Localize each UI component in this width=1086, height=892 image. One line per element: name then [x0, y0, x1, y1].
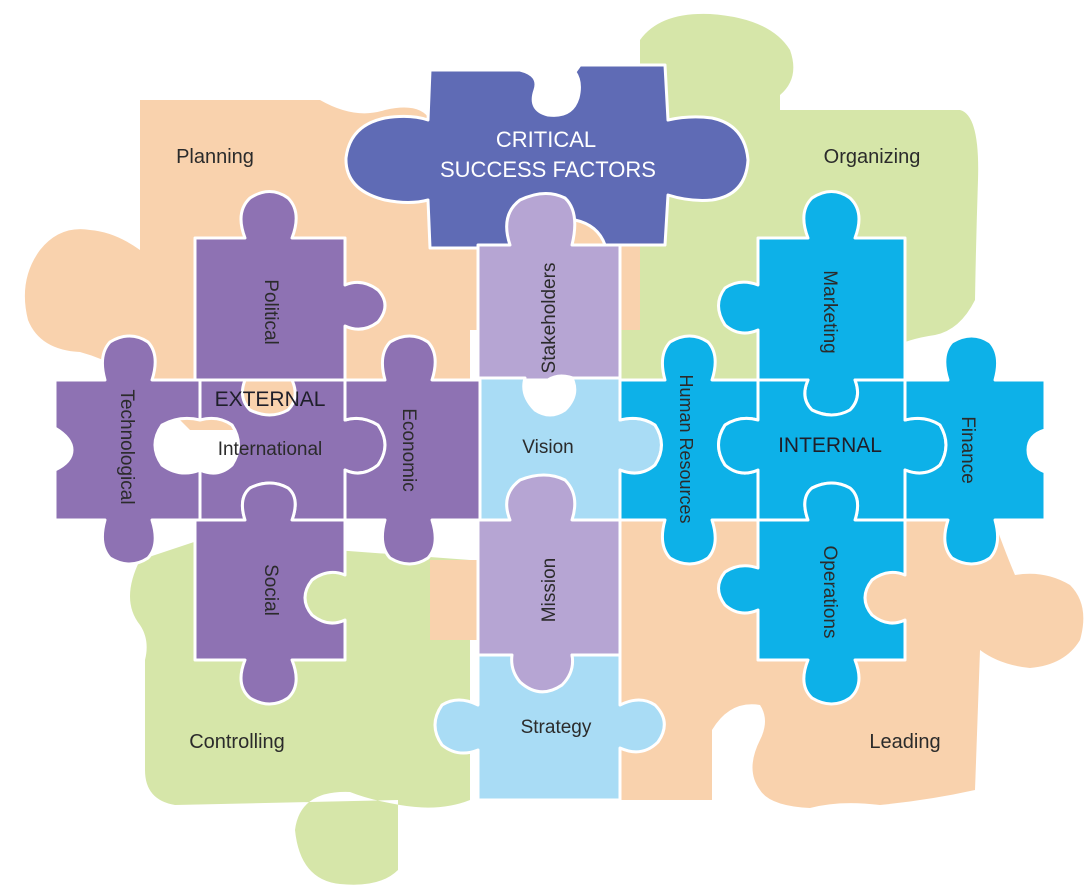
economic-label: Economic — [398, 408, 419, 491]
planning-label: Planning — [176, 146, 254, 168]
controlling-label: Controlling — [189, 731, 285, 753]
strategy-label: Strategy — [521, 717, 592, 738]
stakeholders-piece — [476, 192, 622, 382]
operations-label: Operations — [819, 546, 840, 639]
political-piece — [193, 190, 387, 382]
critical-success-factors-piece — [344, 63, 750, 250]
human-resources-label: Human Resources — [676, 374, 696, 523]
social-label: Social — [260, 564, 281, 616]
finance-piece — [903, 334, 1047, 566]
leading-label: Leading — [869, 731, 940, 753]
stakeholders-label: Stakeholders — [539, 263, 560, 374]
economic-piece — [343, 334, 482, 566]
finance-label: Finance — [957, 416, 978, 484]
external-center-label: EXTERNAL — [215, 388, 326, 411]
internal-center-label: INTERNAL — [778, 434, 882, 457]
mission-label: Mission — [539, 558, 560, 622]
title-line-2: SUCCESS FACTORS — [440, 157, 656, 182]
vision-label: Vision — [522, 437, 573, 458]
marketing-label: Marketing — [819, 270, 840, 353]
international-label: International — [218, 439, 323, 460]
operations-piece — [717, 481, 907, 706]
social-piece — [193, 481, 347, 706]
strategy-piece — [433, 653, 666, 802]
technological-piece — [53, 334, 202, 566]
organizing-label: Organizing — [824, 146, 921, 168]
political-label: Political — [260, 279, 281, 344]
title-line-1: CRITICAL — [496, 127, 596, 152]
technological-label: Technological — [116, 389, 137, 504]
